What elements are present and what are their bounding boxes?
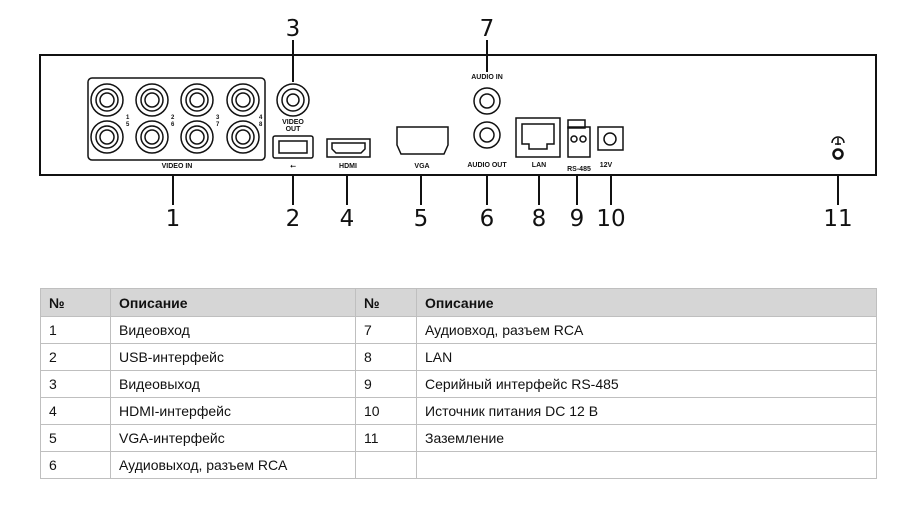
channel-label: 7 — [216, 122, 220, 128]
header-number: № — [355, 288, 417, 317]
callout-1: 1 — [166, 206, 181, 232]
cell-description: Аудиовыход, разъем RCA — [110, 451, 356, 479]
vga-port — [396, 126, 449, 155]
callout-4: 4 — [340, 206, 355, 232]
audio-out-label: AUDIO OUT — [467, 162, 507, 169]
channel-label: 3 — [216, 115, 220, 121]
cell-description: Аудиовход, разъем RCA — [416, 316, 877, 344]
power-port — [597, 126, 624, 151]
usb-icon: ⭠ — [290, 163, 296, 170]
video-out-port — [276, 83, 310, 117]
callout-7: 7 — [480, 16, 495, 42]
cell-number: 8 — [355, 343, 417, 371]
audio-in-port — [473, 87, 501, 115]
audio-in-label: AUDIO IN — [471, 74, 503, 81]
cell-description: VGA-интерфейс — [110, 424, 356, 452]
video-out-label-1: VIDEO — [282, 119, 304, 126]
callout-11: 11 — [823, 206, 852, 232]
callout-5: 5 — [414, 206, 429, 232]
header-description: Описание — [416, 288, 877, 317]
table-header: № Описание № Описание — [40, 288, 877, 317]
rs485-port — [567, 119, 591, 158]
cell-number: 11 — [355, 424, 417, 452]
usb-port — [272, 135, 314, 159]
lan-port — [515, 117, 561, 158]
cell-description: Заземление — [416, 424, 877, 452]
callout-6: 6 — [480, 206, 495, 232]
audio-out-port — [473, 121, 501, 149]
device-panel — [39, 54, 877, 176]
callout-8: 8 — [532, 206, 547, 232]
bnc-video-in-ports — [90, 83, 260, 154]
rs485-label: RS-485 — [567, 166, 591, 173]
cell-description: Видеовход — [110, 316, 356, 344]
power-label: 12V — [600, 162, 613, 169]
channel-label: 2 — [171, 115, 175, 121]
lan-label: LAN — [532, 162, 546, 169]
header-description: Описание — [110, 288, 356, 317]
cell-description: USB-интерфейс — [110, 343, 356, 371]
cell-number: 1 — [40, 316, 111, 344]
rear-panel-diagram: 3 7 1 2 4 5 6 8 9 10 11 VIDEO IN VIDEO O… — [39, 16, 877, 232]
cell-number — [355, 451, 417, 479]
cell-description: Источник питания DC 12 В — [416, 397, 877, 425]
cell-number: 5 — [40, 424, 111, 452]
cell-number: 4 — [40, 397, 111, 425]
hdmi-port — [326, 138, 371, 158]
callout-3: 3 — [286, 16, 301, 42]
callout-9: 9 — [570, 206, 585, 232]
cell-number: 7 — [355, 316, 417, 344]
cell-description: Видеовыход — [110, 370, 356, 398]
callout-10: 10 — [596, 206, 625, 232]
channel-label: 5 — [126, 122, 130, 128]
vga-label: VGA — [414, 163, 429, 170]
cell-description: LAN — [416, 343, 877, 371]
cell-number: 9 — [355, 370, 417, 398]
channel-label: 8 — [259, 122, 263, 128]
video-in-group — [87, 77, 266, 161]
video-out-label-2: OUT — [286, 126, 302, 133]
cell-description: HDMI-интерфейс — [110, 397, 356, 425]
cell-number: 6 — [40, 451, 111, 479]
callout-2: 2 — [286, 206, 301, 232]
cell-number: 3 — [40, 370, 111, 398]
channel-label: 1 — [126, 115, 130, 121]
cell-number: 10 — [355, 397, 417, 425]
hdmi-label: HDMI — [339, 163, 357, 170]
ground-terminal — [831, 136, 845, 160]
header-number: № — [40, 288, 111, 317]
cell-description — [416, 451, 877, 479]
cell-number: 2 — [40, 343, 111, 371]
cell-description: Серийный интерфейс RS-485 — [416, 370, 877, 398]
video-in-label: VIDEO IN — [162, 163, 193, 170]
channel-label: 4 — [259, 115, 263, 121]
channel-label: 6 — [171, 122, 175, 128]
